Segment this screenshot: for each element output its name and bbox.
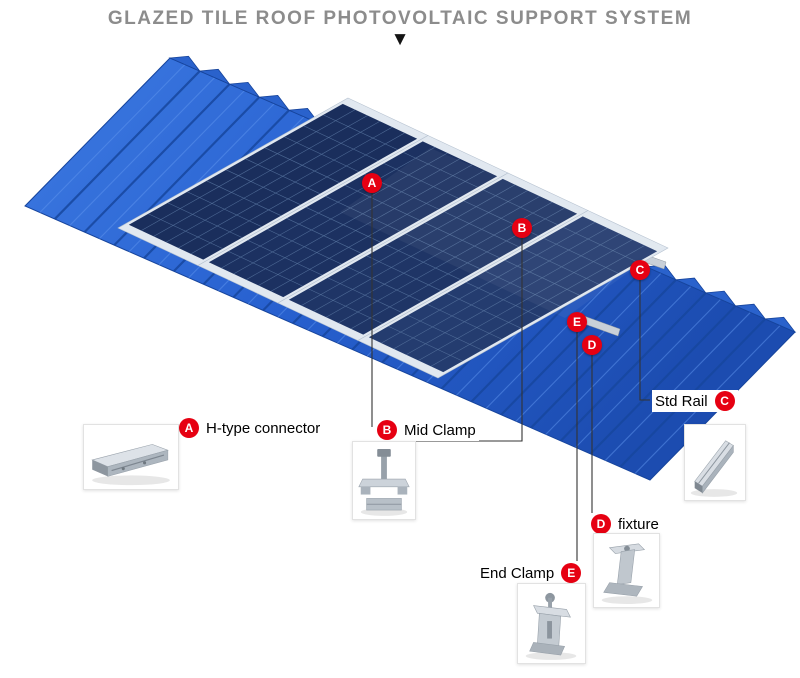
mid-clamp-thumbnail: [352, 441, 416, 520]
badge-b: B: [377, 420, 397, 440]
mid-clamp-image: [358, 449, 410, 516]
end-clamp-thumbnail: [517, 583, 586, 664]
label-mid-clamp-text: Mid Clamp: [404, 421, 476, 439]
fixture-image: [601, 543, 653, 604]
badge-a: A: [179, 418, 199, 438]
marker-e: E: [567, 312, 587, 332]
down-triangle-icon: ▼: [390, 29, 410, 50]
label-fixture: D fixture: [588, 513, 662, 535]
marker-a-letter: A: [367, 176, 377, 190]
fixture-thumbnail: [593, 533, 660, 608]
badge-e: E: [561, 563, 582, 583]
label-mid-clamp: B Mid Clamp: [374, 419, 479, 441]
label-std-rail-text: Std Rail: [655, 392, 708, 410]
end-clamp-image: [525, 592, 577, 660]
label-end-clamp-text: End Clamp: [480, 564, 555, 582]
leader-c: [639, 280, 650, 401]
label-end-clamp: End Clamp E: [477, 562, 585, 584]
marker-e-letter: E: [572, 315, 581, 329]
badge-c: C: [714, 391, 735, 411]
label-std-rail: Std Rail C: [652, 390, 738, 412]
std-rail-thumbnail: [684, 424, 746, 501]
marker-d: D: [582, 335, 602, 355]
marker-d-letter: D: [587, 338, 597, 352]
marker-c: C: [630, 260, 650, 280]
label-fixture-text: fixture: [618, 515, 659, 533]
label-h-type-connector-text: H-type connector: [206, 419, 321, 437]
std-rail-image: [690, 440, 738, 497]
marker-b: B: [512, 218, 532, 238]
leader-b: [380, 238, 523, 442]
marker-a: A: [362, 173, 382, 193]
label-h-type-connector: A H-type connector: [176, 417, 324, 439]
solar-panel-array: [117, 97, 669, 379]
marker-c-letter: C: [635, 263, 645, 277]
marker-b-letter: B: [517, 221, 527, 235]
leader-lines: [371, 193, 650, 561]
h-type-connector-thumbnail: [83, 424, 179, 490]
page-title: GLAZED TILE ROOF PHOTOVOLTAIC SUPPORT SY…: [107, 8, 693, 29]
badge-d: D: [591, 514, 611, 534]
h-type-connector-image: [91, 444, 170, 486]
